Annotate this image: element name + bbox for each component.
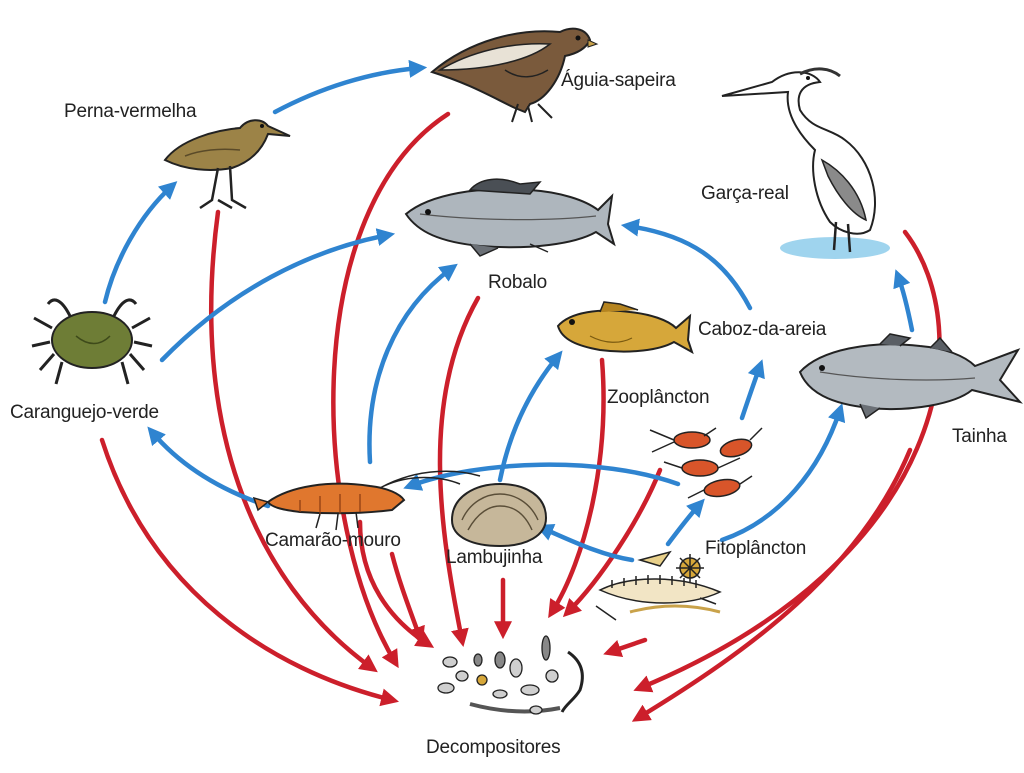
shrimp-illustration — [252, 470, 481, 531]
arrow-zoo-to-decompositores — [562, 467, 663, 618]
arrow-perna-to-decompositores — [208, 209, 378, 673]
label-caboz-da-areia: Caboz-da-areia — [698, 319, 827, 340]
seabass-illustration — [404, 178, 616, 257]
decomposition-arrows — [99, 111, 942, 722]
label-decompositores: Decompositores — [426, 737, 561, 758]
arrow-tainha-to-garca — [893, 269, 915, 333]
label-tainha: Tainha — [952, 426, 1007, 447]
arrow-fito-to-decompositores — [603, 637, 648, 658]
arrow-garca-to-decompositores — [633, 229, 942, 693]
arrow-caranguejo-to-robalo — [159, 228, 396, 363]
arrow-lambujinha-to-caboz — [497, 350, 563, 483]
label-camarao-mouro: Camarão-mouro — [265, 530, 401, 551]
phytoplankton-illustration — [595, 550, 722, 621]
label-aguia-sapeira: Águia-sapeira — [561, 70, 676, 91]
zooplankton-illustration — [649, 427, 763, 499]
arrow-camarao2-to-decompositores — [389, 551, 425, 645]
label-robalo: Robalo — [488, 272, 548, 293]
arrow-perna-to-aguia — [272, 59, 428, 115]
decomposers-illustration — [437, 635, 584, 715]
arrow-caboz-to-robalo — [620, 218, 753, 311]
label-caranguejo-verde: Caranguejo-verde — [10, 402, 159, 423]
arrow-zoo-to-caboz — [739, 359, 765, 421]
label-perna-vermelha: Perna-vermelha — [64, 101, 197, 122]
label-zooplancton: Zooplâncton — [607, 387, 710, 408]
arrow-camarao-to-robalo — [367, 263, 458, 465]
arrow-robalo-to-decompositores — [437, 295, 481, 648]
mullet-illustration — [798, 333, 1023, 420]
goby-illustration — [556, 301, 694, 355]
crab-illustration — [31, 298, 153, 385]
arrow-caboz-to-decompositores — [548, 357, 606, 619]
label-fitoplancton: Fitoplâncton — [705, 538, 807, 559]
hawk-illustration — [429, 27, 599, 123]
label-lambujinha: Lambujinha — [446, 547, 543, 568]
arrow-fito-to-zoo — [665, 498, 705, 547]
arrow-tainha-to-decompositores — [631, 447, 913, 722]
clam-illustration — [450, 482, 548, 548]
feeding-arrows — [102, 59, 915, 563]
arrow-camarao-to-caranguejo — [147, 426, 271, 509]
redshank-illustration — [163, 119, 291, 210]
label-garca-real: Garça-real — [701, 183, 789, 204]
arrow-caranguejo-to-perna — [102, 181, 178, 305]
arrow-caranguejo-to-decompositores — [99, 437, 399, 707]
arrow-fito-to-lambujinha — [535, 523, 635, 563]
arrow-zoo-to-camarao — [403, 462, 681, 491]
arrow-aguia-to-decompositores — [331, 111, 451, 669]
heron-illustration — [721, 67, 890, 259]
arrow-fito-to-tainha — [719, 403, 846, 543]
